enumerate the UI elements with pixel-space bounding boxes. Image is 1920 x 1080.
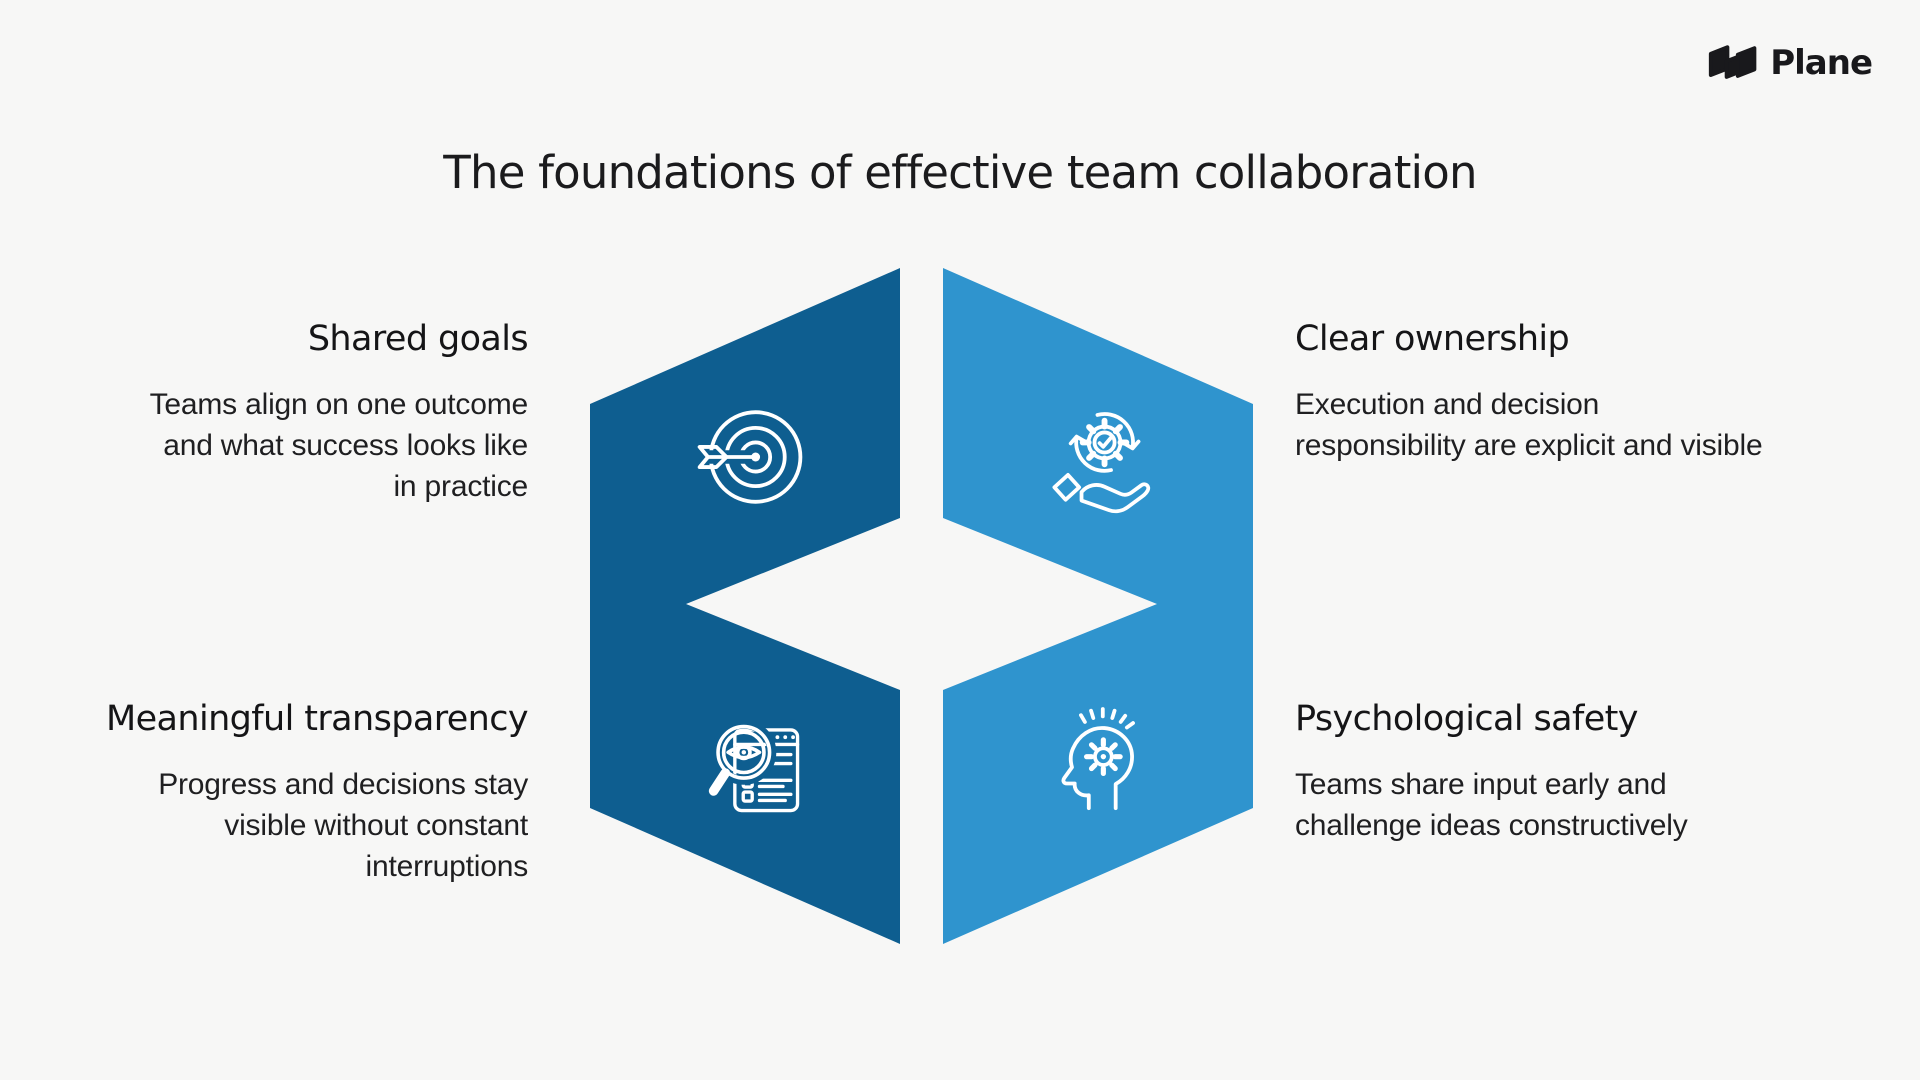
section-title: Clear ownership <box>1295 319 1570 359</box>
target-arrow-icon <box>694 401 806 513</box>
section-psychological-safety: Psychological safety Teams share input e… <box>1295 698 1855 846</box>
gear-hand-icon <box>1042 400 1160 518</box>
section-title: Meaningful transparency <box>106 699 529 739</box>
hexagon-left-half <box>590 268 900 944</box>
plane-logo-mark-icon <box>1709 45 1757 79</box>
section-shared-goals: Shared goals Teams align on one outcome … <box>0 318 529 507</box>
section-meaningful-transparency: Meaningful transparency Progress and dec… <box>0 698 529 887</box>
head-gear-icon <box>1044 704 1156 816</box>
section-body: Progress and decisions stay visible with… <box>158 768 528 883</box>
split-hexagon-diagram <box>590 268 1253 944</box>
magnifier-eye-document-icon <box>699 712 811 824</box>
section-body: Teams share input early and challenge id… <box>1295 768 1688 842</box>
hexagon-right-half <box>943 268 1253 944</box>
section-body: Teams align on one outcome and what succ… <box>149 388 529 503</box>
section-title: Shared goals <box>307 319 529 359</box>
section-clear-ownership: Clear ownership Execution and decision r… <box>1295 318 1855 466</box>
page-title: The foundations of effective team collab… <box>443 146 1477 200</box>
plane-logo: Plane <box>1707 42 1873 84</box>
section-body: Execution and decision responsibility ar… <box>1295 388 1763 462</box>
section-title: Psychological safety <box>1295 699 1638 739</box>
logo-wordmark: Plane <box>1770 43 1873 83</box>
